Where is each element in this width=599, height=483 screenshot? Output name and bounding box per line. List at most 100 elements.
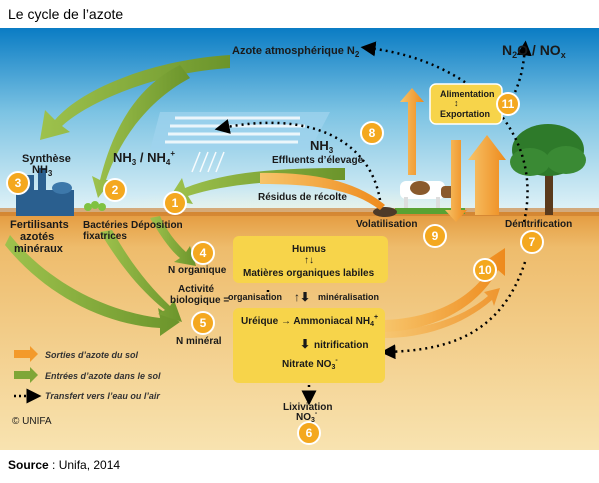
matieres-label: Matières organiques labiles — [243, 268, 375, 279]
svg-text:NH3: NH3 — [310, 138, 334, 155]
effluents-sub: 3 — [329, 146, 334, 155]
nitrification-label: nitrification — [314, 340, 368, 351]
mineral-box — [233, 308, 385, 383]
step-circle-4 — [191, 241, 215, 265]
lixiviation-no: NO — [296, 412, 311, 423]
ureique-label: Uréique — [241, 316, 279, 327]
n2o-a: N — [502, 42, 512, 58]
humus-label: Humus — [292, 244, 326, 255]
ammoniacal-label: Ammoniacal NH — [293, 316, 370, 327]
svg-text:NO3-: NO3- — [296, 410, 318, 424]
legend-green-arrow — [14, 367, 38, 383]
factory-icon — [16, 168, 74, 216]
step-number-11: 11 — [502, 97, 515, 111]
synthese-line2: NH — [32, 164, 48, 176]
svg-text:Nitrate NO3-: Nitrate NO3- — [282, 357, 338, 371]
effluents-nh3: NH — [310, 138, 329, 153]
atmosphere-label: Azote atmosphérique N — [232, 45, 355, 57]
green-input-arrows — [5, 55, 345, 336]
step-circle-8 — [360, 121, 384, 145]
organisation-arrows: ↑⬇ — [294, 290, 310, 304]
fertilisants-line1: Fertilisants — [10, 219, 69, 231]
step-number-3: 3 — [15, 176, 22, 190]
step-circle-5 — [191, 311, 215, 335]
legend-orange-arrow — [14, 346, 38, 362]
step-circle-2 — [103, 178, 127, 202]
ureique-arrow: → — [278, 316, 293, 327]
n-organique-label: N organique — [168, 265, 227, 276]
numbered-circles: 1 2 3 4 5 6 7 8 9 10 11 — [6, 92, 544, 445]
orange-output-arrows — [260, 88, 506, 338]
activite-line2: biologique = — [170, 295, 229, 306]
ammoniacal-sub: 4 — [370, 321, 374, 328]
step-circle-10 — [473, 258, 497, 282]
step-circle-6 — [297, 421, 321, 445]
step-number-5: 5 — [200, 316, 207, 330]
synthese-sub: 3 — [48, 169, 53, 178]
nh4-b-sub: 4 — [166, 158, 171, 167]
svg-text:Azote atmosphérique N2: Azote atmosphérique N2 — [232, 45, 360, 59]
nh3-a: NH — [113, 150, 132, 165]
denitrification-label: Dénitrification — [505, 219, 572, 230]
step-number-7: 7 — [529, 235, 536, 249]
step-number-6: 6 — [306, 426, 313, 440]
lixiviation-sub: 3 — [311, 417, 315, 424]
step-number-4: 4 — [200, 246, 207, 260]
humus-box — [233, 236, 388, 283]
step-circle-7 — [520, 230, 544, 254]
step-number-10: 10 — [478, 263, 492, 277]
manure-pile — [373, 207, 397, 217]
legend-transfert: Transfert vers l’eau ou l’air — [45, 391, 160, 401]
step-number-1: 1 — [172, 196, 179, 210]
humus-arrows: ↑↓ — [304, 255, 314, 266]
source-line: Source : Unifa, 2014 — [8, 458, 120, 472]
mineralisation-label: minéralisation — [318, 292, 379, 302]
exportation-label: Exportation — [440, 109, 490, 119]
synthese-line1: Synthèse — [22, 153, 71, 165]
effluents-label: Effluents d’élevage — [272, 155, 364, 166]
nitrate-sub: 3 — [331, 364, 335, 371]
step-number-8: 8 — [369, 126, 376, 140]
step-circle-3 — [6, 171, 30, 195]
tree-icon — [510, 124, 586, 215]
step-number-9: 9 — [432, 229, 439, 243]
atmosphere-sub: 2 — [355, 50, 360, 59]
svg-text:N2O / NOx: N2O / NOx — [502, 42, 566, 60]
legend-sorties: Sorties d’azote du sol — [45, 350, 139, 360]
source-value: : Unifa, 2014 — [48, 458, 121, 472]
step-circle-11 — [496, 92, 520, 116]
bacteries-line2: fixatrices — [83, 231, 127, 242]
bacteries-line1: Bactéries — [83, 220, 128, 231]
alimentation-arrows: ↕ — [454, 98, 459, 108]
plant-icon — [84, 201, 106, 211]
nitrification-arrow: ⬇ — [300, 337, 310, 351]
nh3-a-sub: 3 — [132, 158, 137, 167]
step-circle-1 — [163, 191, 187, 215]
step-circle-9 — [423, 224, 447, 248]
lixiviation-sup: - — [315, 410, 318, 417]
volatilisation-label: Volatilisation — [356, 219, 418, 230]
nh4-b: / NH — [136, 150, 166, 165]
fertilisants-line3: minéraux — [14, 243, 64, 255]
residus-label: Résidus de récolte — [258, 192, 347, 203]
step-number-2: 2 — [112, 183, 119, 197]
fertilisants-line2: azotés — [20, 231, 54, 243]
deposition-label: Déposition — [131, 220, 183, 231]
svg-text:Uréique → Ammoniacal NH4+: Uréique → Ammoniacal NH4+ — [241, 314, 378, 328]
nitrate-sup: - — [335, 357, 338, 364]
copyright: © UNIFA — [12, 416, 52, 427]
n2o-a-sub: 2 — [512, 50, 517, 60]
ammoniacal-sup: + — [374, 314, 378, 321]
n2o-b-sub: x — [561, 50, 566, 60]
svg-text:NH3 / NH4+: NH3 / NH4+ — [113, 149, 175, 167]
nh4-sup: + — [170, 149, 175, 158]
alimentation-label: Alimentation — [440, 89, 495, 99]
cow-icon — [395, 181, 465, 214]
source-label: Source — [8, 458, 49, 472]
lixiviation-label: Lixiviation — [283, 402, 332, 413]
organisation-label: organisation — [228, 292, 282, 302]
svg-text:NH3: NH3 — [32, 164, 53, 178]
legend: Sorties d’azote du sol Entrées d’azote d… — [14, 346, 161, 404]
page-title: Le cycle de l’azote — [8, 6, 124, 22]
